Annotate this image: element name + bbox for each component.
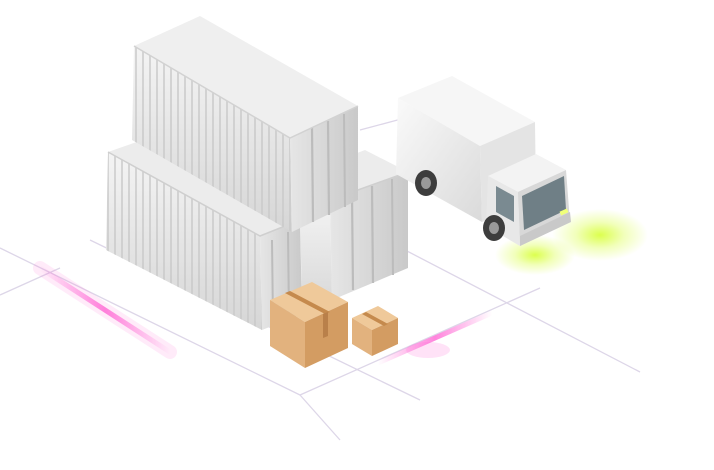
pink-light-streaks [33, 261, 495, 366]
headlight-glow [495, 209, 648, 275]
cardboard-box-icon [270, 282, 348, 368]
cardboard-box-icon [352, 306, 398, 356]
delivery-truck-icon [396, 76, 571, 246]
shipping-container-icon [132, 16, 359, 232]
